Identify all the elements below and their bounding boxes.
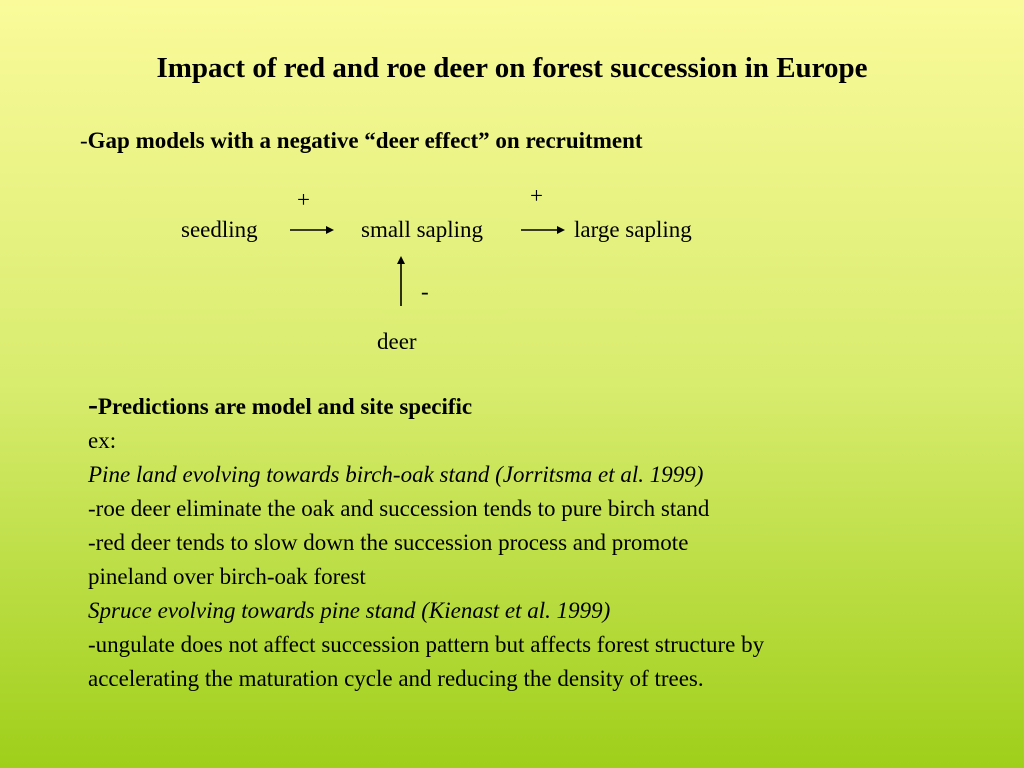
red-deer-line: -red deer tends to slow down the success… xyxy=(88,530,689,555)
bullet-dash: - xyxy=(80,128,88,153)
ungulate-line-cont: accelerating the maturation cycle and re… xyxy=(88,666,704,691)
ungulate-line: -ungulate does not affect succession pat… xyxy=(88,632,765,657)
predictions-block: -Predictions are model and site specific… xyxy=(88,388,988,696)
roe-deer-line: -roe deer eliminate the oak and successi… xyxy=(88,496,710,521)
bullet-gap-models: -Gap models with a negative “deer effect… xyxy=(80,128,643,154)
example-pine-land: Pine land evolving towards birch-oak sta… xyxy=(88,462,704,487)
label-small-sapling: small sapling xyxy=(361,217,484,242)
predictions-heading: -Predictions are model and site specific xyxy=(88,388,988,424)
arrow-deer-to-small xyxy=(397,256,405,306)
slide-title: Impact of red and roe deer on forest suc… xyxy=(156,52,868,84)
arrow-small-to-large xyxy=(521,226,565,234)
label-large-sapling: large sapling xyxy=(574,217,692,242)
plus-sign-seedling: + xyxy=(297,187,310,212)
red-deer-line-cont: pineland over birch-oak forest xyxy=(88,564,366,589)
bullet-text: Gap models with a negative “deer effect”… xyxy=(87,128,643,153)
label-seedling: seedling xyxy=(181,217,258,242)
ex-label: ex: xyxy=(88,428,117,453)
example-spruce: Spruce evolving towards pine stand (Kien… xyxy=(88,598,611,623)
minus-sign-deer: - xyxy=(421,279,429,304)
heading-dash: - xyxy=(88,388,98,421)
arrow-seedling-to-small xyxy=(290,226,334,234)
heading-text: Predictions are model and site specific xyxy=(98,394,473,419)
label-deer: deer xyxy=(377,329,417,354)
plus-sign-sapling: + xyxy=(530,183,543,208)
